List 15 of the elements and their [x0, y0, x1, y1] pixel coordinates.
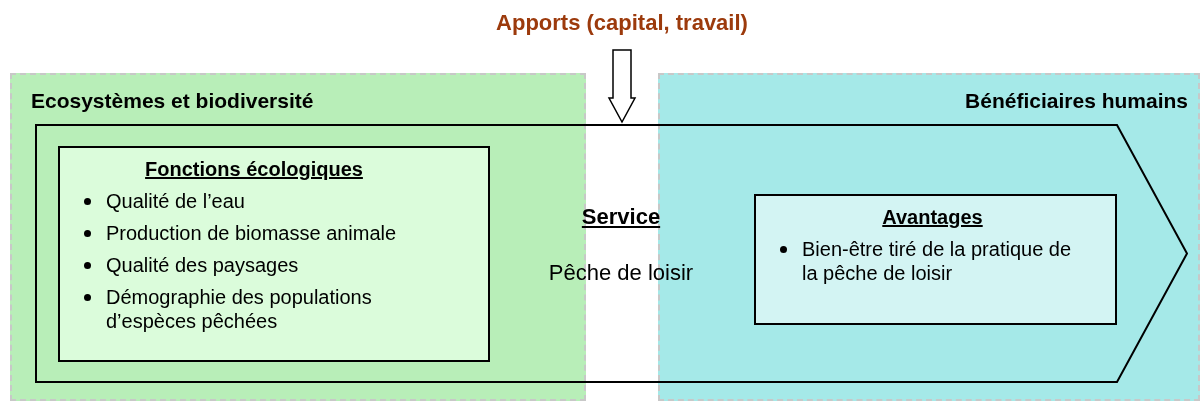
list-box	[58, 146, 490, 362]
bullet-item: Qualité de l’eau	[80, 189, 428, 213]
bullet-item: Démographie des populations d’espèces pêchées	[80, 285, 428, 333]
box-heading: Fonctions écologiques	[144, 158, 364, 181]
service-text: Pêche de loisir	[547, 260, 695, 286]
bullet-item: Production de biomasse animale	[80, 221, 428, 245]
input-label: Apports (capital, travail)	[440, 10, 804, 36]
band-title: Ecosystèmes et biodiversité	[31, 89, 314, 113]
box-heading: Avantages	[881, 206, 984, 229]
list-box	[754, 194, 1117, 325]
band-title: Bénéficiaires humains	[965, 89, 1188, 113]
block-arrow	[607, 49, 637, 124]
bullet-item: Bien-être tiré de la pratique de la pêche de loisir	[776, 237, 1089, 285]
service-heading: Service	[580, 204, 662, 230]
bullet-item: Qualité des paysages	[80, 253, 428, 277]
